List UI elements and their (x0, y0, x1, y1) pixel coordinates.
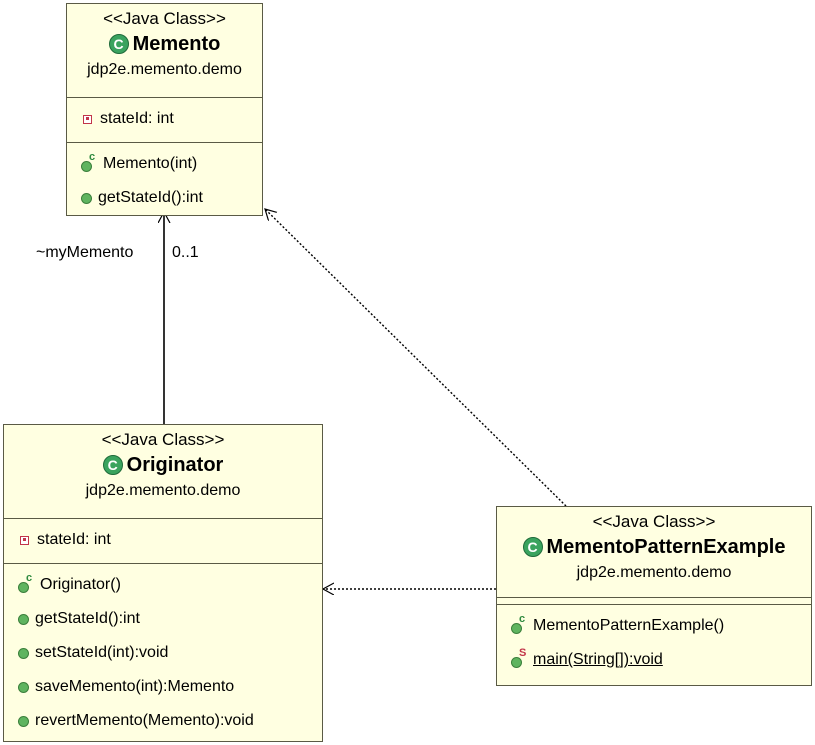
attribute-text: stateId: int (37, 531, 111, 548)
constructor-icon: c (81, 151, 97, 172)
class-header: <<Java Class>> C MementoPatternExample j… (497, 507, 811, 597)
operation-text: revertMemento(Memento):void (35, 712, 254, 729)
operation-row[interactable]: S main(String[]):void (497, 643, 811, 677)
public-method-icon (18, 613, 29, 625)
class-name: Memento (132, 33, 221, 55)
package-name: jdp2e.memento.demo (87, 61, 242, 78)
class-originator[interactable]: <<Java Class>> C Originator jdp2e.mement… (3, 424, 323, 742)
operation-text: MementoPatternExample() (533, 617, 725, 634)
public-method-icon (18, 681, 29, 693)
package-name: jdp2e.memento.demo (576, 564, 732, 581)
constructor-icon: c (18, 572, 34, 593)
operation-row[interactable]: getStateId():int (67, 181, 262, 215)
package-name: jdp2e.memento.demo (85, 482, 241, 499)
constructor-icon: c (511, 613, 527, 634)
dependency-line-example-memento (265, 209, 567, 507)
operation-row[interactable]: c Memento(int) (67, 147, 262, 181)
operations-section: c Memento(int) getStateId():int (67, 142, 262, 215)
operation-text: getStateId():int (98, 189, 203, 206)
operation-row[interactable]: revertMemento(Memento):void (4, 704, 322, 738)
operations-section: c MementoPatternExample() S main(String[… (497, 604, 811, 677)
class-name: MementoPatternExample (546, 536, 786, 558)
operation-text: Memento(int) (103, 155, 198, 172)
class-icon: C (108, 34, 129, 54)
attribute-row[interactable]: stateId: int (4, 519, 322, 561)
stereotype: <<Java Class>> (103, 9, 226, 28)
operations-section: c Originator() getStateId():int setState… (4, 563, 322, 738)
attributes-section (497, 597, 811, 604)
operation-row[interactable]: c MementoPatternExample() (497, 609, 811, 643)
operation-row[interactable]: c Originator() (4, 568, 322, 602)
class-icon: C (102, 455, 123, 475)
class-memento-pattern-example[interactable]: <<Java Class>> C MementoPatternExample j… (496, 506, 812, 686)
operation-row[interactable]: getStateId():int (4, 602, 322, 636)
attribute-row[interactable]: stateId: int (67, 98, 262, 140)
attributes-section: stateId: int (67, 97, 262, 142)
class-name: Originator (126, 454, 224, 476)
stereotype: <<Java Class>> (592, 512, 716, 531)
association-multiplicity-label: 0..1 (172, 244, 199, 261)
public-method-icon (81, 192, 92, 204)
attribute-text: stateId: int (100, 110, 174, 127)
operation-text: getStateId():int (35, 610, 140, 627)
class-header: <<Java Class>> C Memento jdp2e.memento.d… (67, 4, 262, 97)
private-field-icon (20, 535, 29, 545)
operation-row[interactable]: saveMemento(int):Memento (4, 670, 322, 704)
operation-text: setStateId(int):void (35, 644, 169, 661)
public-method-icon (18, 647, 29, 659)
private-field-icon (83, 114, 92, 124)
operation-text: saveMemento(int):Memento (35, 678, 235, 695)
static-method-icon: S (511, 647, 527, 668)
class-icon: C (522, 537, 543, 557)
operation-text: Originator() (40, 576, 121, 593)
operation-row[interactable]: setStateId(int):void (4, 636, 322, 670)
association-role-label: ~myMemento (36, 244, 134, 261)
class-memento[interactable]: <<Java Class>> C Memento jdp2e.memento.d… (66, 3, 263, 216)
operation-text: main(String[]):void (533, 651, 663, 668)
class-header: <<Java Class>> C Originator jdp2e.mement… (4, 425, 322, 518)
public-method-icon (18, 715, 29, 727)
stereotype: <<Java Class>> (101, 430, 225, 449)
attributes-section: stateId: int (4, 518, 322, 563)
